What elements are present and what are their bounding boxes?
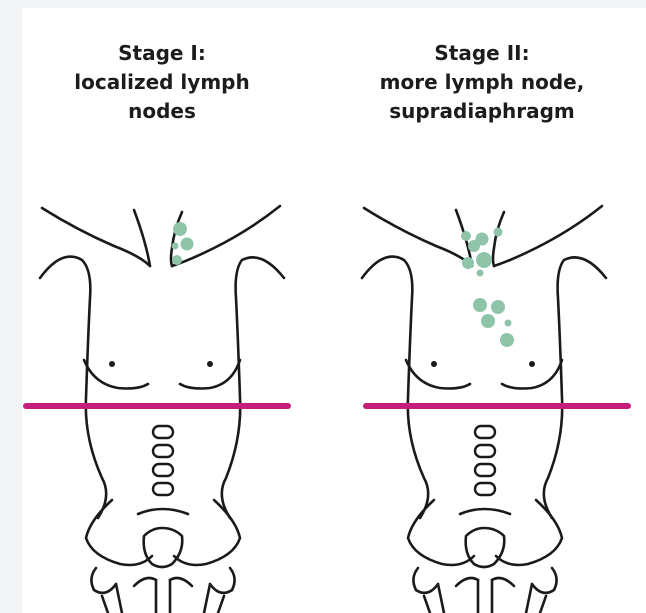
lymph-node [473,298,487,312]
stage-1-body-outline [40,206,284,613]
lymph-node [172,255,182,265]
lymph-node [491,300,505,314]
stage-2-nipple-left [431,361,437,367]
lymph-node [476,252,492,268]
lymph-node [462,257,474,269]
lymph-node [481,314,495,328]
lymph-node [172,243,179,250]
lymph-node [477,270,484,277]
stage-illustrations [22,8,646,613]
stage-2-lymph-nodes [461,228,514,348]
lymph-node [173,222,187,236]
lymph-node [461,231,471,241]
lymph-node [181,238,194,251]
stage-1-nipple-left [109,361,115,367]
stage-2-nipple-right [529,361,535,367]
lymph-node [494,228,503,237]
lymph-node [505,320,512,327]
lymph-node [500,333,514,347]
diagram-canvas: Stage I: localized lymph nodes Stage II:… [22,8,646,613]
stage-1-nipple-right [207,361,213,367]
lymph-node [476,233,489,246]
